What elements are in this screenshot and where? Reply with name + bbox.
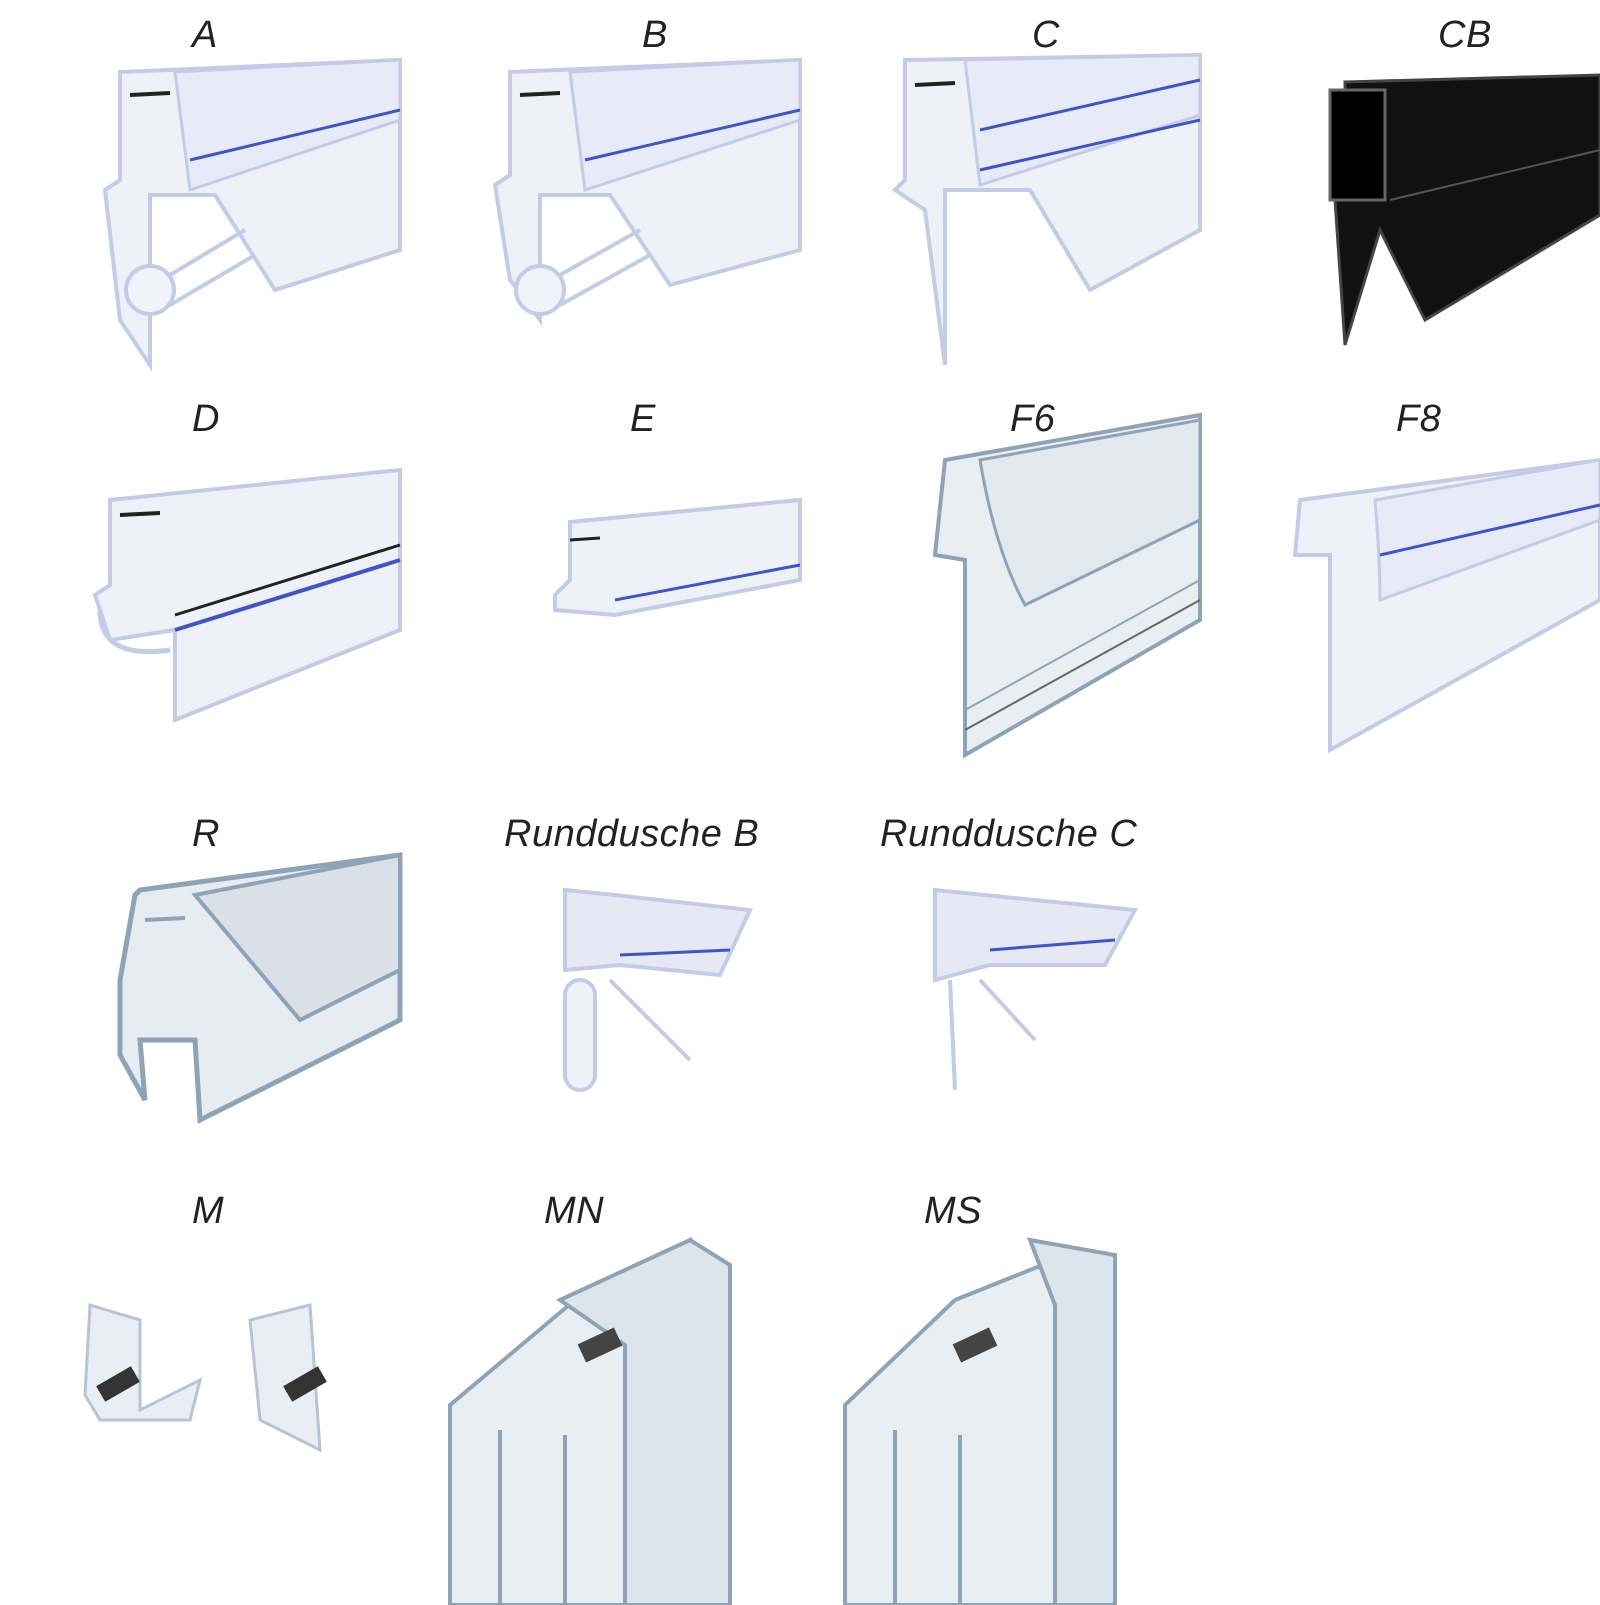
profile-label: R: [192, 813, 220, 855]
profile-label: A: [192, 14, 218, 56]
profile-b-illustration: [492, 57, 802, 326]
profile-label: Runddusche B: [504, 813, 760, 855]
profile-label: F8: [1396, 398, 1442, 440]
profile-label: M: [192, 1190, 225, 1232]
profile-label: E: [630, 398, 656, 440]
profile-label: CB: [1438, 14, 1492, 56]
profile-m-illustration: [83, 1303, 327, 1453]
profile-ms-illustration: [843, 1237, 1117, 1605]
profile-label: F6: [1010, 398, 1056, 440]
profile-c-illustration: [891, 52, 1202, 366]
profile-label: B: [642, 14, 668, 56]
profile-label: D: [192, 398, 220, 440]
profile-f6-illustration: [932, 412, 1202, 759]
profile-label: MS: [924, 1190, 982, 1232]
profile-cb-illustration: [1328, 73, 1600, 346]
profile-e-illustration: [553, 497, 802, 618]
profile-runddusche-c-illustration: [933, 887, 1139, 1091]
profile-label: Runddusche C: [880, 813, 1138, 855]
profile-r-illustration: [117, 852, 403, 1124]
profile-runddusche-b-illustration: [563, 887, 753, 1092]
profile-label: MN: [544, 1190, 605, 1232]
profile-label: C: [1032, 14, 1060, 56]
profile-f8-illustration: [1292, 457, 1600, 754]
profile-mn-illustration: [448, 1236, 732, 1605]
profile-a-illustration: [102, 57, 402, 372]
profile-d-illustration: [92, 467, 402, 723]
